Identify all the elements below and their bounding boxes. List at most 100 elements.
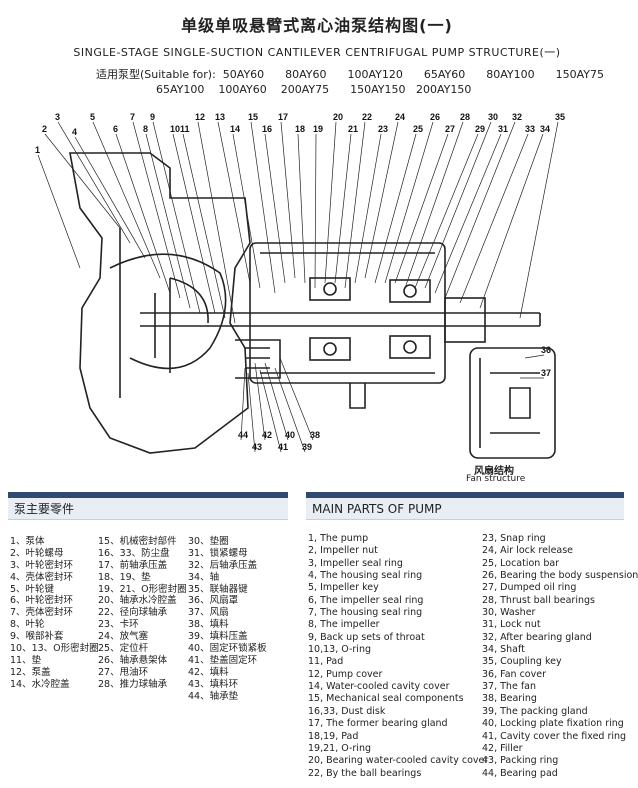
callout-19: 19 [313, 124, 323, 134]
list-item: 6、叶轮密封环 [10, 595, 74, 607]
list-item: 1, The pump [308, 533, 369, 544]
list-item: 41、垫盖固定环 [188, 654, 258, 666]
list-item: 8、叶轮 [10, 619, 45, 631]
list-item: 3, Impeller seal ring [308, 557, 403, 569]
leader-line [74, 136, 146, 259]
callout-36: 36 [541, 345, 551, 355]
list-item: 36, Fan cover [482, 668, 546, 680]
list-item: 14、水冷腔盖 [10, 678, 70, 690]
fan-structure-caption-en: Fan structure [466, 474, 526, 484]
list-item: 22, By the ball bearings [308, 767, 422, 779]
list-item: 31、锁紧螺母 [188, 547, 248, 559]
leader-line [414, 133, 479, 289]
callout-22: 22 [362, 112, 372, 122]
callout-29: 29 [475, 124, 485, 134]
callout-20: 20 [333, 112, 343, 122]
leader-line [44, 133, 121, 229]
leader-line [250, 121, 276, 294]
leader-line [264, 362, 289, 441]
list-item: 40、固定环锁紧板 [188, 643, 267, 655]
list-item: 2, Impeller nut [308, 545, 378, 557]
list-item: 10、13、O形密封圈 [10, 643, 99, 655]
leader-line [459, 133, 529, 304]
list-item: 23, Snap ring [482, 533, 546, 544]
parts-heading-cn: 泵主要零件 [8, 498, 288, 520]
list-item: 35, Coupling key [482, 656, 562, 668]
leader-line [434, 133, 502, 294]
list-item: 11, Pad [308, 656, 344, 668]
list-item: 23、卡环 [98, 619, 139, 631]
fan-structure-caption-cn: 风扇结构 [474, 466, 514, 477]
callout-15: 15 [248, 112, 258, 122]
list-item: 12, Pump cover [308, 668, 383, 680]
pump-outline [69, 152, 556, 459]
callout-13: 13 [215, 112, 225, 122]
leader-line [254, 362, 266, 441]
list-item: 44, Bearing pad [482, 767, 558, 779]
callout-28: 28 [460, 112, 470, 122]
callout-4: 4 [72, 127, 77, 137]
callout-1: 1 [35, 145, 40, 155]
callout-2: 2 [42, 124, 47, 134]
section-divider-left [8, 492, 288, 498]
parts-list-en-col-1: 1, The pump 2, Impeller nut 3, Impeller … [308, 533, 488, 780]
list-item: 39, The packing gland [482, 705, 588, 717]
callout-35: 35 [555, 112, 565, 122]
list-item: 7、壳体密封环 [10, 607, 74, 619]
leader-line [57, 121, 131, 244]
leader-line [314, 133, 317, 289]
callout-30: 30 [488, 112, 498, 122]
list-item: 1、泵体 [10, 536, 45, 547]
list-item: 38、填料 [188, 619, 229, 631]
list-item: 43, Packing ring [482, 755, 559, 767]
callout-33: 33 [525, 124, 535, 134]
leader-line [115, 133, 171, 294]
leader-line [374, 133, 417, 284]
list-item: 4、壳体密封环 [10, 571, 74, 583]
leader-line [92, 121, 161, 279]
callout-32: 32 [512, 112, 522, 122]
leader-line [324, 121, 337, 284]
list-item: 28, Thrust ball bearings [482, 594, 595, 606]
callout-37: 37 [541, 368, 551, 378]
list-item: 20、轴承水冷腔盖 [98, 595, 177, 607]
callout-14: 14 [230, 124, 240, 134]
list-item: 11、垫 [10, 654, 42, 666]
list-item: 2、叶轮螺母 [10, 547, 64, 559]
list-item: 18,19, Pad [308, 730, 359, 742]
list-item: 9, Back up sets of throat [308, 631, 425, 643]
leader-line [479, 133, 544, 309]
parts-list-cn-col-1: 1、泵体 2、叶轮螺母 3、叶轮密封环 4、壳体密封环 5、叶轮键 6、叶轮密封… [10, 536, 99, 691]
leader-line [444, 121, 516, 299]
list-item: 32、后轴承压盖 [188, 559, 258, 571]
callout-23: 23 [378, 124, 388, 134]
list-item: 44、轴承垫 [188, 690, 239, 702]
parts-heading-en: MAIN PARTS OF PUMP [306, 498, 624, 520]
parts-list-cn-col-2: 15、机械密封部件 16、33、防尘盘 17、前轴承压盖 18、19、垫 19、… [98, 536, 187, 691]
list-item: 22、径向球轴承 [98, 607, 168, 619]
list-item: 40, Locking plate fixation ring [482, 718, 624, 730]
callout-21: 21 [348, 124, 358, 134]
parts-list-cn-col-3: 30、垫圈 31、锁紧螺母 32、后轴承压盖 34、轴 35、联轴器键 36、风… [188, 536, 267, 702]
parts-list-en-col-2: 23, Snap ring 24, Air lock release 25, L… [482, 533, 638, 780]
callout-9: 9 [150, 112, 155, 122]
callout-3: 3 [55, 112, 60, 122]
callout-18: 18 [295, 124, 305, 134]
list-item: 31, Lock nut [482, 619, 541, 631]
list-item: 3、叶轮密封环 [10, 559, 74, 571]
list-item: 16、33、防尘盘 [98, 547, 170, 559]
list-item: 24, Air lock release [482, 545, 574, 557]
list-item: 30、垫圈 [188, 536, 229, 547]
list-item: 5、叶轮键 [10, 583, 55, 595]
list-item: 8, The impeller [308, 619, 380, 631]
list-item: 5, Impeller key [308, 582, 379, 594]
leader-line [132, 121, 181, 299]
callout-42: 42 [262, 430, 272, 440]
leader-line [264, 133, 286, 284]
callout-25: 25 [413, 124, 423, 134]
callout-7: 7 [130, 112, 135, 122]
list-item: 12、泵盖 [10, 666, 51, 678]
leader-line [197, 121, 236, 324]
list-item: 41, Cavity cover the fixed ring [482, 730, 627, 742]
